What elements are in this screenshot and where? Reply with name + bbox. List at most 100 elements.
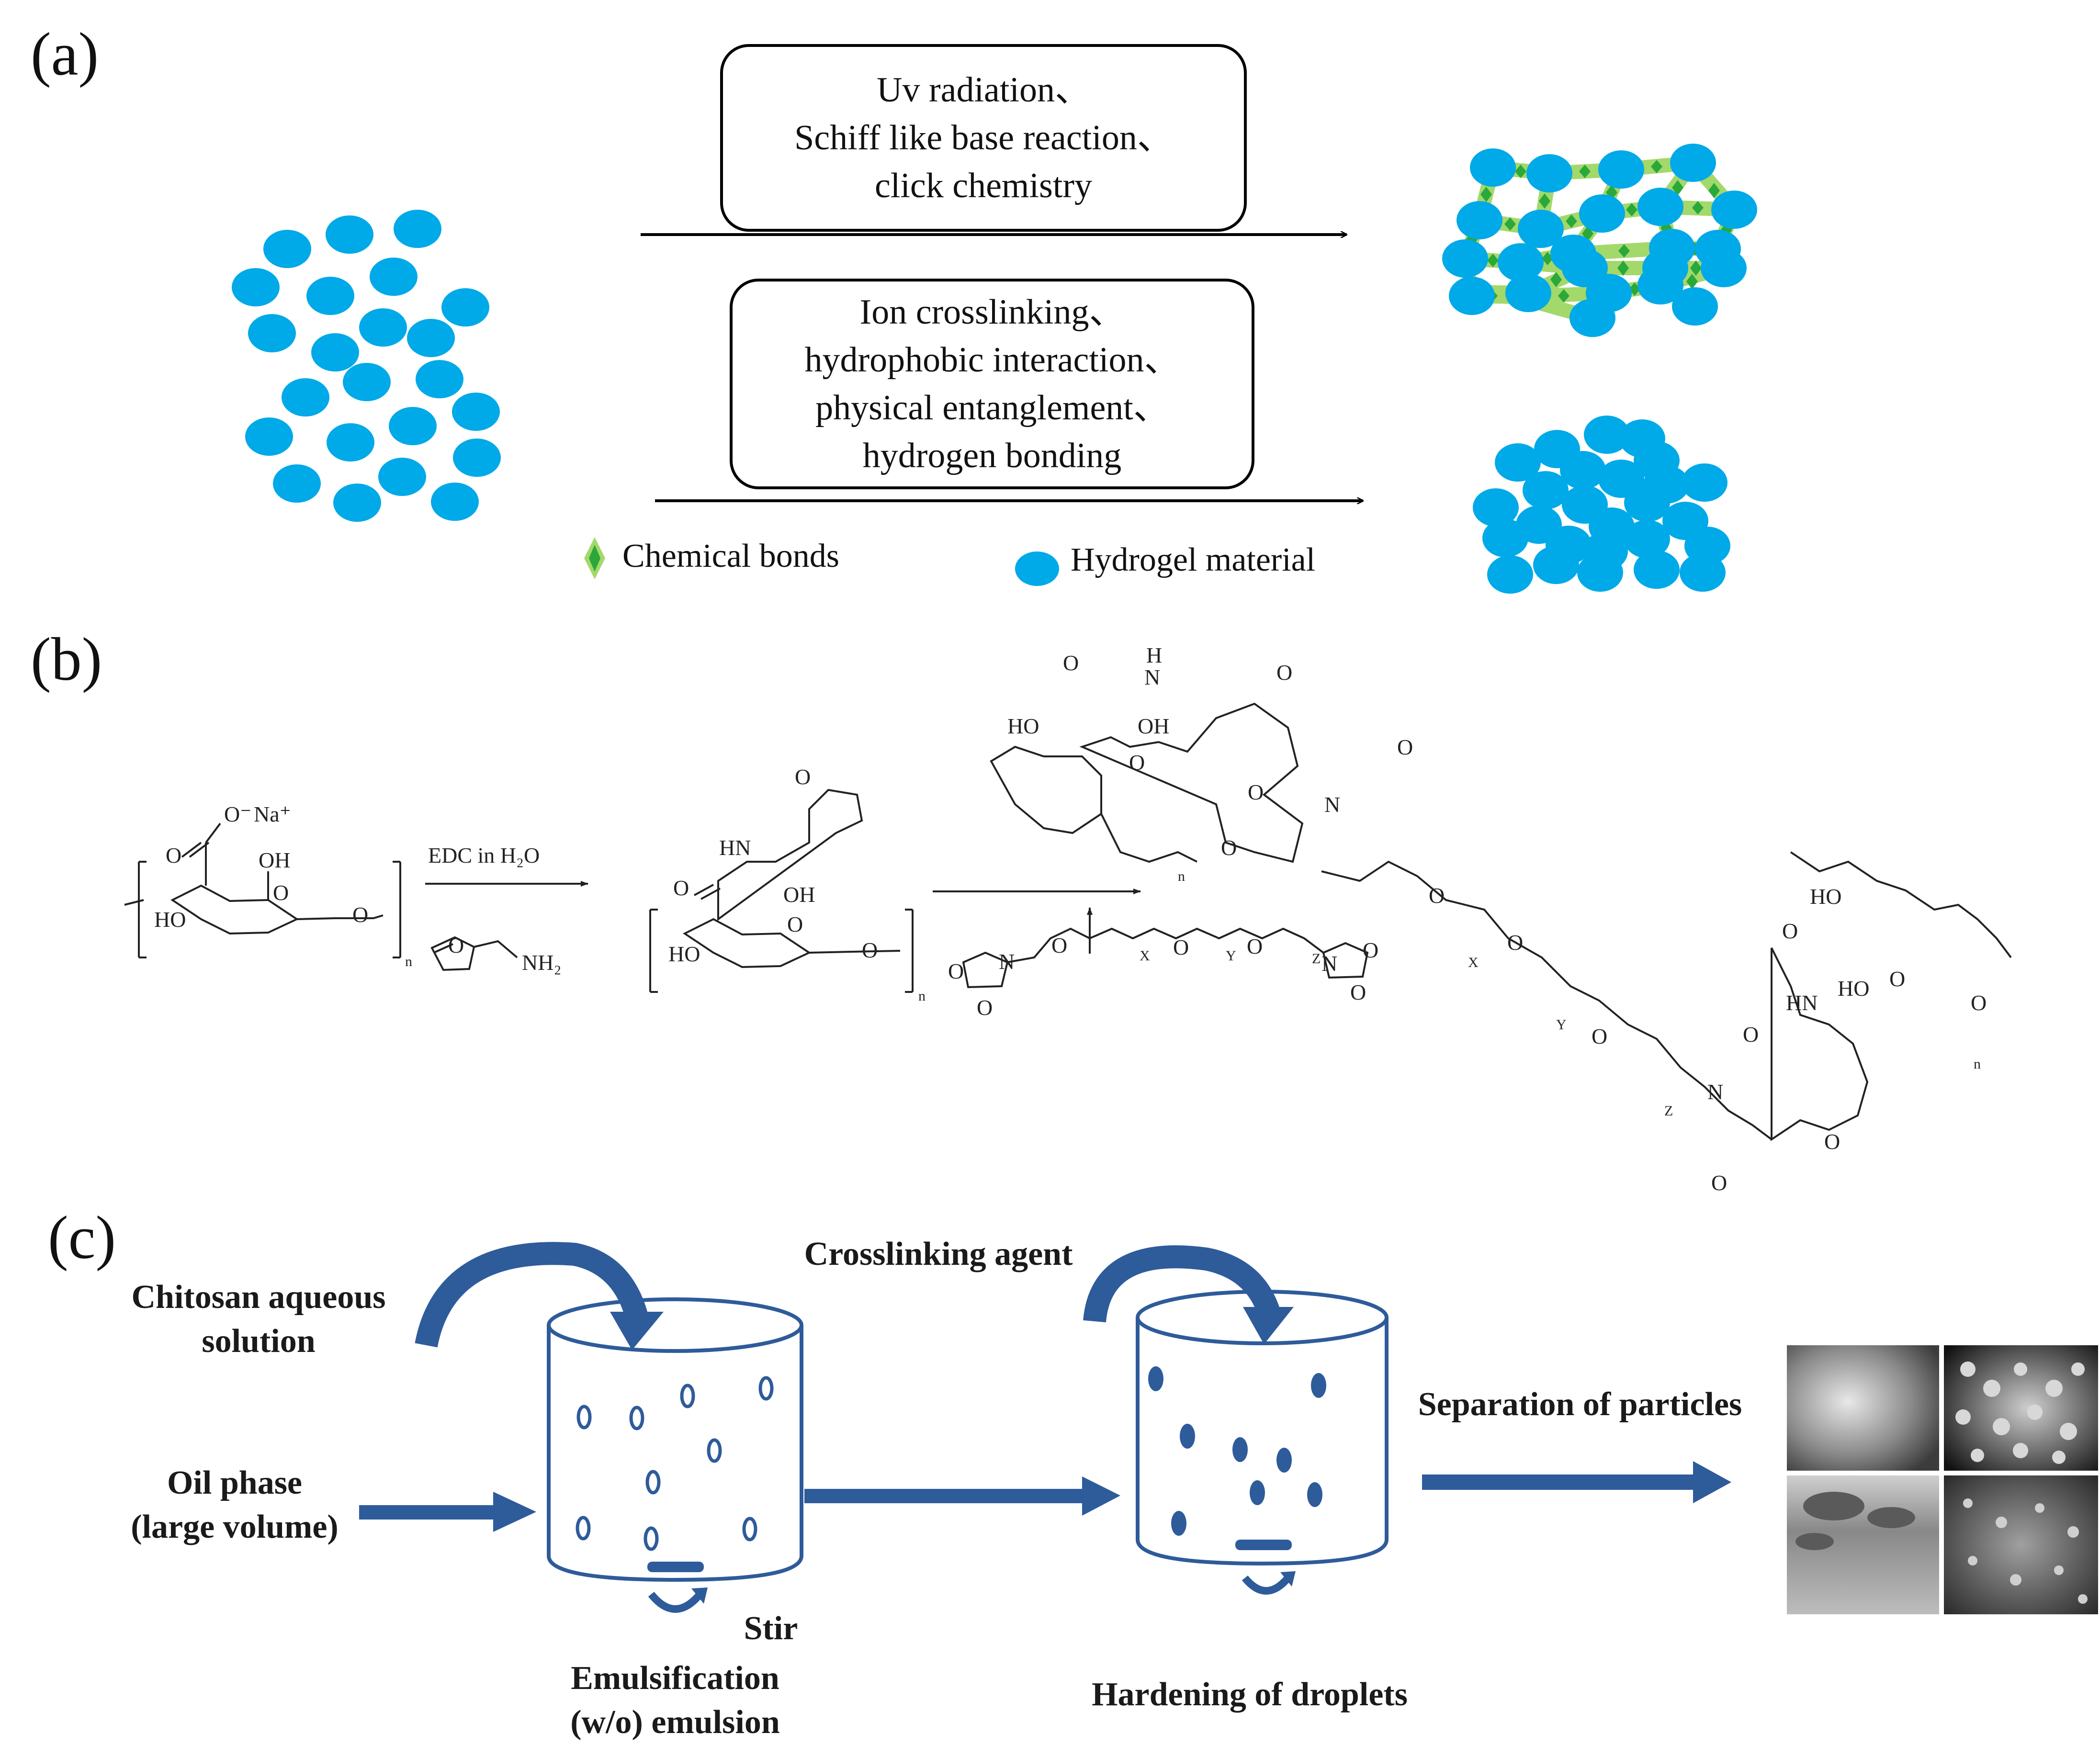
chitosan-line-1: Chitosan aqueous (131, 1279, 386, 1316)
b-ho-2: HO (668, 942, 700, 966)
b-o-9: O (1051, 933, 1067, 957)
separation-arrow (1422, 1461, 1731, 1503)
b-ho-5: HO (1838, 976, 1869, 1001)
chemical-crosslink-conditions: Uv radiation、 Schiff like base reaction、… (720, 44, 1247, 232)
b-o-18: O (1248, 780, 1264, 804)
b-o-13: O (1350, 980, 1366, 1004)
b-n-9: n (1974, 1056, 1981, 1072)
crosslinker-feed-arrow (1083, 1245, 1280, 1323)
stir-arrow-2 (1242, 1575, 1291, 1595)
b-oh-2: OH (783, 882, 815, 907)
oil-phase-arrow (359, 1492, 536, 1532)
chitosan-line-2: solution (202, 1323, 316, 1360)
b-h-1: H (1146, 643, 1162, 667)
b-y-1: Y (1226, 948, 1236, 964)
b-o-26: O (1782, 919, 1798, 943)
b-o-14: O (1063, 651, 1079, 675)
b-x-1: X (1140, 948, 1150, 964)
emulsification-line-1: Emulsification (571, 1660, 779, 1697)
chemical-network (1442, 144, 1757, 337)
b-y-2: Y (1556, 1017, 1567, 1033)
b-edc: EDC in H₂O (428, 843, 540, 867)
chemical-condition-2: Schiff like base reaction、 (794, 118, 1173, 158)
b-oh-3: OH (1138, 714, 1169, 738)
chemical-condition-1: Uv radiation、 (877, 70, 1090, 110)
transfer-arrow (804, 1476, 1120, 1516)
sem-micrographs (1787, 1345, 2098, 1614)
b-x-2: X (1468, 955, 1479, 970)
label-stir: Stir (744, 1610, 798, 1647)
oil-phase-line-1: Oil phase (167, 1464, 303, 1501)
b-hn-2: HN (1786, 991, 1818, 1015)
b-o-16: O (1129, 750, 1145, 775)
emulsification-line-2: (w/o) emulsion (570, 1704, 780, 1741)
b-nh2: NH₂ (522, 950, 561, 975)
label-hardening: Hardening of droplets (1092, 1676, 1408, 1713)
hardened-droplets (1148, 1366, 1326, 1536)
label-chitosan-solution: Chitosan aqueous solution (110, 1275, 407, 1363)
b-o-6: O (862, 938, 878, 962)
b-o-15: O (1276, 660, 1292, 685)
b-o-8: O (977, 995, 993, 1020)
physical-condition-4: hydrogen bonding (862, 436, 1122, 475)
b-o-5: O (787, 912, 803, 936)
b-o-minus: O⁻ (224, 802, 252, 826)
b-o-3: O (352, 902, 368, 927)
b-n-6: N (1324, 792, 1340, 817)
b-o-17: O (1397, 735, 1413, 759)
b-ho-1: HO (154, 907, 186, 932)
b-z-1: Z (1312, 951, 1321, 967)
b-o-12: O (1363, 938, 1378, 962)
chitosan-feed-arrow (415, 1242, 648, 1348)
b-o-4: O (673, 876, 689, 900)
b-o-27: O (1889, 967, 1905, 991)
b-n-7: n (1178, 868, 1185, 884)
label-emulsification: Emulsification (w/o) emulsion (527, 1656, 824, 1745)
b-n-8: N (1707, 1080, 1723, 1104)
b-o-11: O (1247, 934, 1263, 958)
b-o-22: O (1592, 1024, 1607, 1048)
oil-phase-line-2: (large volume) (131, 1508, 339, 1545)
emulsion-droplets (576, 1376, 774, 1551)
b-n-2: n (918, 988, 926, 1004)
label-oil-phase: Oil phase (large volume) (105, 1461, 364, 1549)
b-o-24: O (1711, 1171, 1727, 1195)
b-na-plus: Na⁺ (254, 802, 291, 826)
loose-particles (232, 210, 501, 522)
physical-crosslink-conditions: Ion crosslinking、 hydrophobic interactio… (730, 279, 1254, 489)
panel-label-a: (a) (31, 20, 99, 88)
b-o-1: O (166, 843, 181, 867)
b-n-5: N (1144, 665, 1160, 689)
panel-b-scheme: O⁻ Na⁺ O OH O HO O n EDC in H₂O O NH₂ O … (124, 643, 2012, 1195)
b-n-1: n (405, 954, 412, 969)
panel-a-graphics (232, 144, 1757, 594)
panel-label-c: (c) (48, 1204, 116, 1272)
physical-condition-3: physical entanglement、 (815, 388, 1169, 428)
panel-c-process (359, 1242, 2098, 1614)
b-n-3: N (999, 949, 1015, 974)
physical-condition-1: Ion crosslinking、 (859, 293, 1125, 332)
b-o-7: O (948, 959, 964, 983)
b-oh-1: OH (259, 848, 290, 872)
stir-arrow-1 (648, 1591, 703, 1613)
panel-label-b: (b) (31, 625, 102, 693)
b-o-23: O (1743, 1022, 1759, 1047)
b-ho-3: HO (1007, 714, 1039, 738)
b-ho-4: HO (1810, 884, 1841, 909)
physical-aggregate (1473, 416, 1730, 594)
label-separation: Separation of particles (1418, 1386, 1742, 1423)
stir-bar-2 (1235, 1540, 1292, 1550)
b-o-2: O (273, 880, 289, 905)
hydrogel-legend-icon (1015, 552, 1059, 586)
legend-chemical-bonds: Chemical bonds (622, 538, 839, 574)
b-o-10: O (1173, 935, 1189, 959)
label-crosslinking-agent: Crosslinking agent (804, 1236, 1073, 1272)
b-o-20: O (1429, 883, 1445, 908)
b-o-furan-1: O (448, 933, 464, 957)
b-o-furan-2: O (795, 765, 811, 789)
stir-bar-1 (647, 1562, 704, 1572)
chemical-condition-3: click chemistry (874, 166, 1093, 205)
b-o-25: O (1824, 1129, 1840, 1154)
b-o-28: O (1971, 991, 1987, 1015)
chemical-bond-legend-icon (584, 537, 605, 579)
